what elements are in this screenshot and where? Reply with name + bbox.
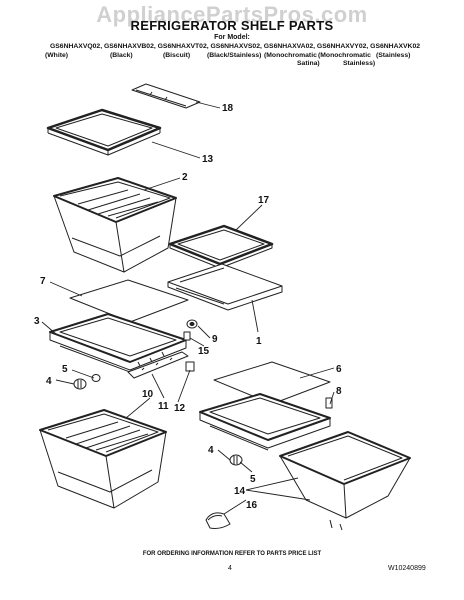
part-4-roller-left (73, 378, 87, 390)
part-16-end-cap (205, 512, 231, 529)
color-black-stainless: (Black/Stainless) (207, 52, 262, 59)
for-model-label: For Model: (214, 34, 250, 41)
callout-7: 7 (40, 276, 46, 287)
callout-4: 4 (46, 376, 52, 387)
callout-8: 8 (336, 386, 342, 397)
part-1-shelf-glass (167, 263, 283, 311)
callout-9: 9 (212, 334, 218, 345)
color-mono-stainless: (Monochromatic (318, 52, 371, 59)
part-9-roller (186, 319, 198, 329)
watermark: AppliancePartsPros.com (96, 2, 368, 27)
part-14-pan-drawer (279, 431, 411, 531)
part-7-glass-panel (69, 279, 189, 323)
part-2-crisper-drawer (53, 177, 177, 273)
model-list: GS6NHAXVQ02, GS6NHAXVB02, GS6NHAXVT02, G… (49, 43, 421, 50)
color-white: (White) (45, 52, 69, 59)
color-black: (Black) (110, 52, 133, 59)
callout-1: 1 (256, 336, 262, 347)
part-13-upper-shelf (46, 108, 162, 156)
part-5-cap-left (91, 374, 101, 382)
part-8-cover-frame-right (199, 393, 333, 451)
part-18-trim-strip (131, 83, 201, 109)
callout-14: 14 (234, 486, 246, 497)
callout-16: 16 (246, 500, 258, 511)
callout-4-right: 4 (208, 445, 214, 456)
page-title: REFRIGERATOR SHELF PARTS (130, 18, 334, 33)
leader-lines (41, 101, 335, 515)
callout-11: 11 (158, 401, 169, 412)
color-stainless: (Stainless) (376, 52, 411, 59)
ordering-footer: FOR ORDERING INFORMATION REFER TO PARTS … (142, 551, 322, 557)
color-biscuit: (Biscuit) (163, 52, 191, 59)
callout-12: 12 (174, 403, 186, 414)
document-id: W10240899 (388, 565, 426, 572)
color-mono-satina: (Monochromatic (264, 52, 317, 59)
callout-5-right: 5 (250, 474, 256, 485)
color-mono-stainless-2: Stainless) (343, 60, 376, 67)
part-17-shelf-frame (168, 224, 274, 269)
part-11-rail-strip (127, 351, 189, 379)
callout-17: 17 (258, 195, 270, 206)
color-mono-satina-2: Satina) (297, 60, 320, 67)
part-4-roller-right (229, 454, 243, 466)
callout-10: 10 (142, 389, 154, 400)
callout-15: 15 (198, 346, 210, 357)
callout-13: 13 (202, 154, 214, 165)
callout-5: 5 (62, 364, 68, 375)
page-number: 4 (228, 565, 232, 572)
part-12-clip (185, 361, 195, 372)
callout-18: 18 (222, 103, 234, 114)
callout-2: 2 (182, 172, 188, 183)
callout-6: 6 (336, 364, 342, 375)
callout-3: 3 (34, 316, 40, 327)
part-10-lower-drawer-left (39, 409, 167, 509)
part-15-bracket (183, 331, 191, 341)
